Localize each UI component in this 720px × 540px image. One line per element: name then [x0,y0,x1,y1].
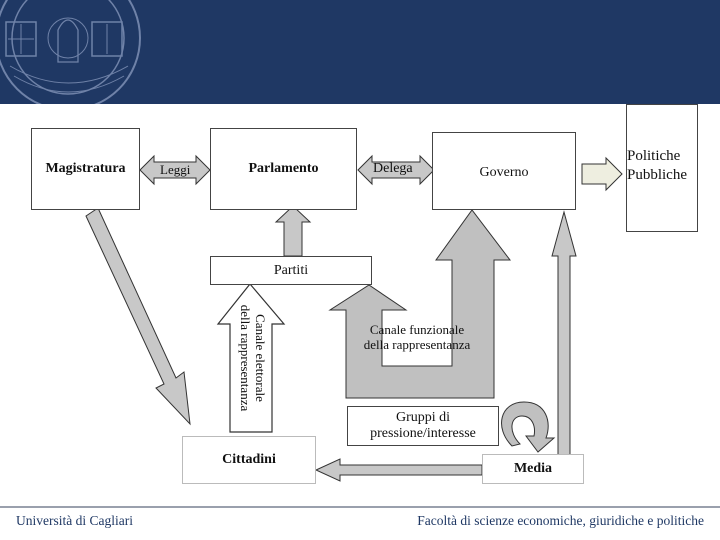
politiche-pubbliche-box: Politiche Pubbliche [626,104,698,232]
parlamento-box: Parlamento [210,128,357,210]
partiti-label: Partiti [273,262,309,278]
canale-elettorale-line1: Canale elettorale [253,314,268,402]
media-label: Media [513,461,553,476]
canale-funzionale-line1: Canale funzionale [369,322,465,337]
magistratura-to-cittadini-arrow [85,207,191,426]
canale-funzionale-label: Canale funzionale della rappresentanza [350,322,484,352]
gruppi-label-line1: Gruppi di [395,410,451,425]
footer-divider [0,506,720,508]
cittadini-box: Cittadini [182,436,316,484]
gruppi-box: Gruppi di pressione/interesse [347,406,499,446]
governo-label: Governo [479,165,529,180]
university-seal-logo [0,0,141,104]
leggi-label: Leggi [160,162,191,177]
footer-left-text: Università di Cagliari [16,513,133,528]
canale-elettorale-label: Canale elettorale della rappresentanza [234,288,268,428]
header-band [0,0,720,104]
media-box: Media [482,454,584,484]
partiti-to-parlamento-arrow [274,205,312,257]
cittadini-label: Cittadini [222,452,276,467]
delega-label: Delega [373,161,413,176]
canale-funzionale-arrow [328,209,512,399]
governo-to-politiche-arrow [581,156,623,192]
governo-box: Governo [432,132,576,210]
canale-elettorale-line2: della rappresentanza [238,304,253,412]
politiche-label-line2: Pubbliche [627,167,687,183]
parlamento-label: Parlamento [248,161,319,176]
footer-right-text: Facoltà di scienze economiche, giuridich… [417,513,704,528]
media-to-cittadini-arrow [314,458,483,482]
magistratura-label: Magistratura [45,161,126,176]
gruppi-label-line2: pressione/interesse [370,426,476,441]
partiti-box: Partiti [210,256,372,285]
magistratura-box: Magistratura [31,128,140,210]
media-to-governo-arrow [551,210,577,457]
canale-elettorale-arrow [216,283,286,433]
canale-funzionale-line2: della rappresentanza [363,337,471,352]
gruppi-media-curved-arrow [501,401,556,453]
politiche-label-line1: Politiche [627,148,681,164]
